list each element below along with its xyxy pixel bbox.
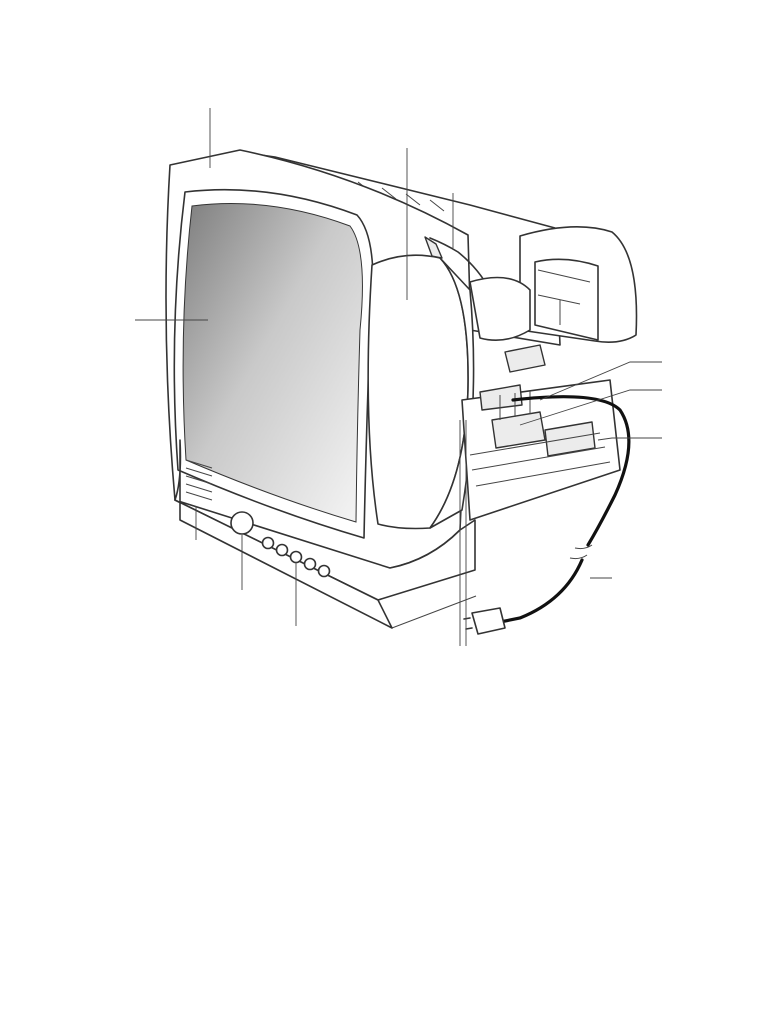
leader-lines	[135, 108, 662, 646]
control-button-icon	[303, 557, 317, 571]
back-cover	[519, 226, 638, 343]
speaker-grille-icon	[185, 459, 213, 501]
screen-glass	[173, 188, 374, 539]
control-button-icon	[289, 550, 303, 564]
control-button-icon	[317, 564, 331, 578]
plug-icon	[471, 607, 506, 635]
circuit-board-assembly	[461, 344, 621, 521]
front-controls	[185, 459, 331, 578]
control-button-icon	[261, 536, 275, 550]
infrared-window-icon	[230, 511, 254, 535]
high-voltage-lead	[424, 236, 531, 341]
picture-tube	[367, 254, 475, 530]
power-cord	[463, 395, 631, 635]
control-button-icon	[275, 543, 289, 557]
